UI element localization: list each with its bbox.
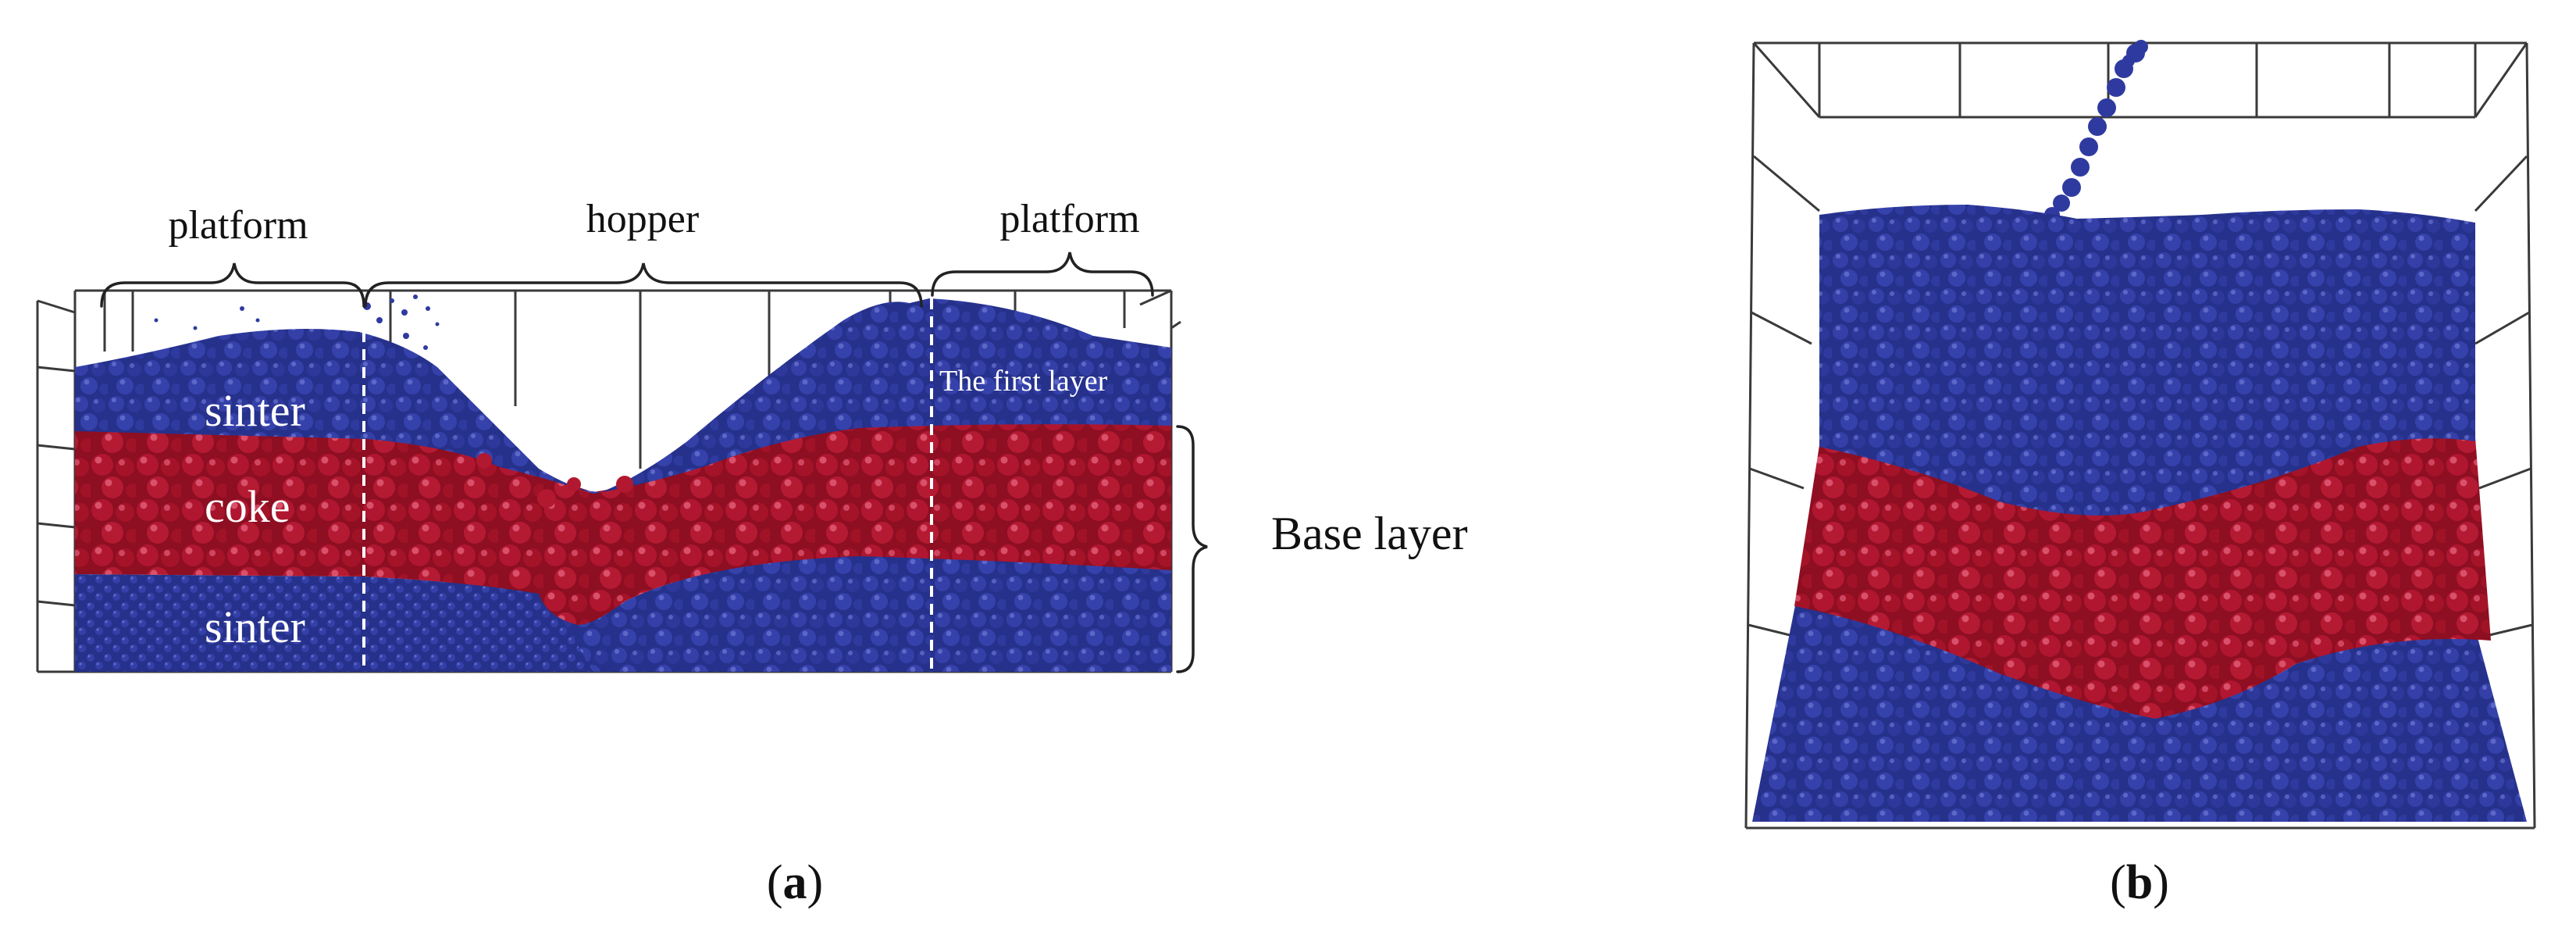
falling-particles — [154, 294, 440, 350]
panel-a-simulation: platform hopper platform sinter coke sin… — [36, 197, 1468, 909]
sinter-bottom-layer-b — [1752, 601, 2527, 822]
loose-coke-particles — [476, 453, 633, 508]
brace-base-layer — [1176, 425, 1208, 673]
label-first-layer: The first layer — [939, 365, 1108, 398]
boundary-dashes — [362, 295, 933, 672]
caption-a: (a) — [767, 856, 823, 909]
label-base-layer: Base layer — [1271, 508, 1468, 559]
particle-stream — [2044, 40, 2148, 223]
label-platform-left: platform — [168, 203, 308, 248]
sinter-bottom-layer-right — [547, 555, 1171, 672]
caption-b: (b) — [2110, 856, 2169, 909]
brace-hopper — [364, 262, 923, 308]
sinter-top-layer-b — [1819, 205, 2475, 516]
brace-platform-right — [931, 252, 1154, 297]
panel-b-simulation — [1744, 40, 2536, 830]
coke-layer-b — [1794, 436, 2491, 719]
label-sinter-bottom: sinter — [205, 601, 305, 652]
label-sinter-top: sinter — [205, 385, 305, 436]
label-hopper: hopper — [586, 197, 699, 241]
label-platform-right: platform — [999, 197, 1139, 241]
brace-platform-left — [100, 262, 365, 308]
sinter-bottom-layer — [75, 574, 597, 672]
top-braces — [100, 252, 1154, 308]
sinter-top-layer — [75, 298, 1171, 494]
coke-layer — [75, 422, 1171, 625]
panel-b-grid — [1744, 41, 2536, 830]
label-coke: coke — [205, 481, 290, 532]
